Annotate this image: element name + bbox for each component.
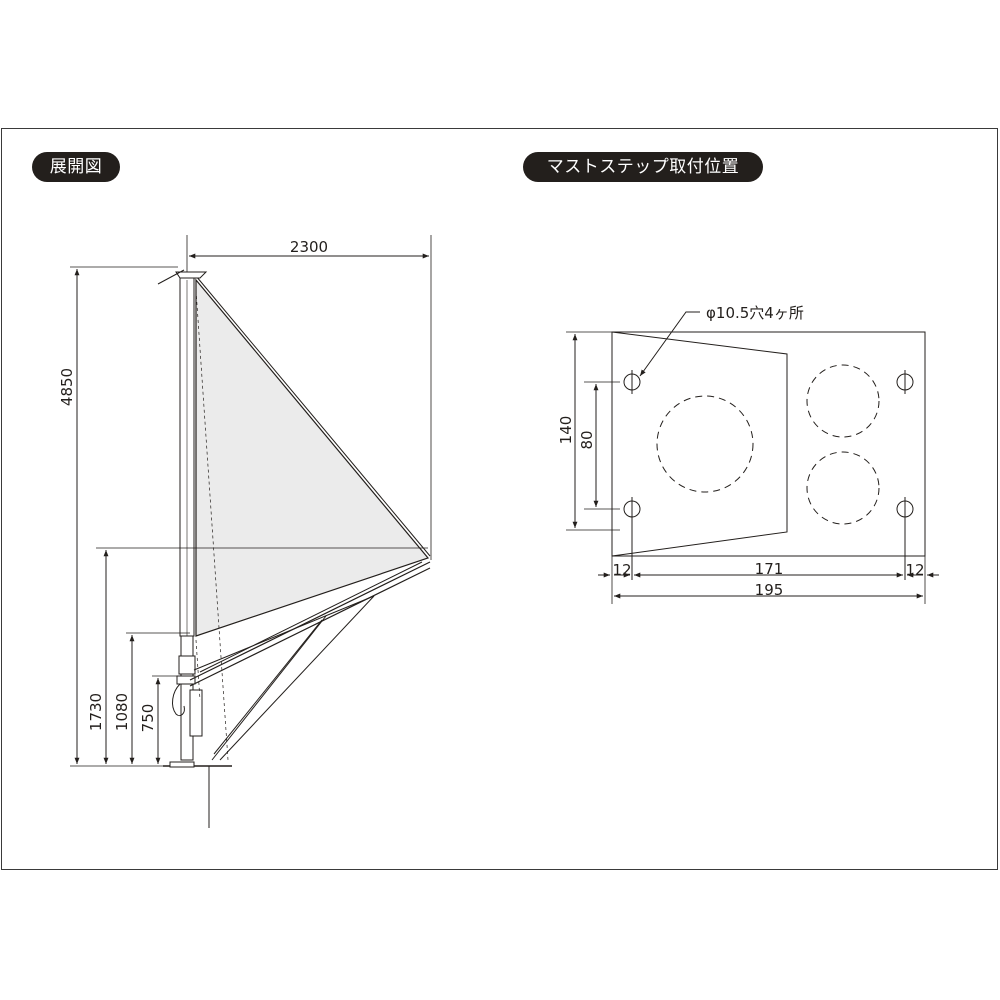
plate-outline: [611, 331, 926, 557]
dim-margin-left-12: 12: [612, 561, 631, 579]
dashed-circle-top: [806, 364, 880, 438]
mast-step-plate: [566, 311, 939, 604]
dim-margin-right-12: 12: [905, 561, 924, 579]
hole-note: φ10.5穴4ヶ所: [706, 304, 804, 322]
sail: [195, 278, 430, 637]
dim-height-750: 750: [139, 704, 157, 733]
dim-height-1730: 1730: [87, 693, 105, 731]
dim-height-1080: 1080: [113, 693, 131, 731]
sail-diagram: [70, 235, 432, 828]
dashed-circle-large: [656, 395, 754, 493]
dim-hole-span-171: 171: [755, 560, 784, 578]
drawing-frame: [1, 128, 998, 870]
boom: [189, 561, 431, 681]
heading-development-view: 展開図: [32, 152, 120, 182]
dim-height-140: 140: [557, 416, 575, 445]
dim-total-width-195: 195: [755, 581, 784, 599]
dim-hole-spacing-80: 80: [578, 430, 596, 449]
dim-height-4850: 4850: [58, 368, 76, 406]
heading-mast-step-position: マストステップ取付位置: [523, 152, 763, 182]
dim-width-2300: 2300: [290, 238, 328, 256]
dashed-circle-bottom: [806, 451, 880, 525]
